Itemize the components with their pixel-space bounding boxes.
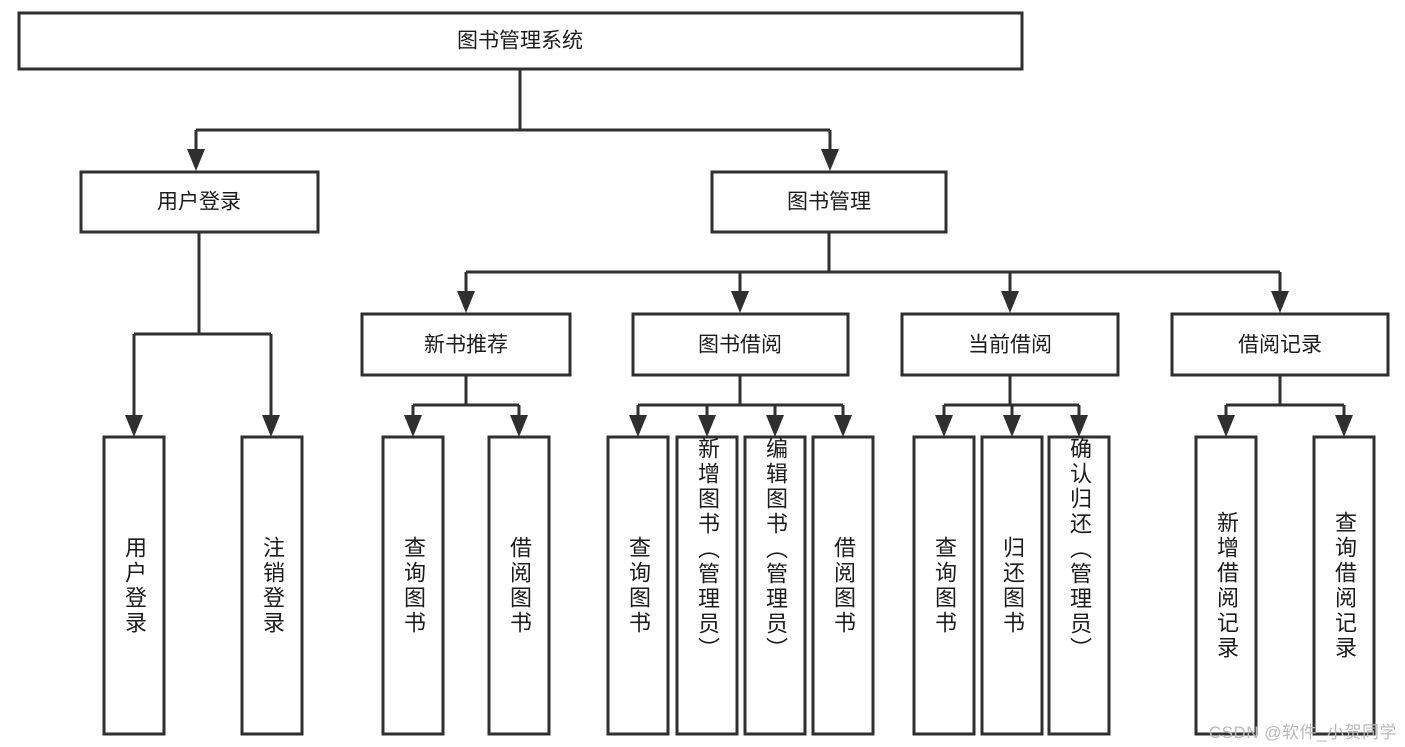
arrow-bookborrow-leaf-3-icon	[766, 415, 784, 437]
leaf-box-current-borrow-3[interactable]	[1047, 435, 1111, 736]
arrow-login-leaf-2-icon	[262, 415, 280, 437]
leaf-box-user-login-2[interactable]	[240, 435, 304, 736]
arrow-login-leaf-1-icon	[125, 415, 143, 437]
node-current-borrow-label: 当前借阅	[968, 334, 1052, 357]
arrow-to-current-borrow-icon	[1001, 291, 1019, 313]
arrow-borrowrecords-leaf-1-icon	[1217, 415, 1235, 437]
arrow-root-to-bookmgmt-icon	[821, 149, 839, 171]
node-root-system-box	[17, 11, 1024, 71]
leaf-box-new-book-2[interactable]	[487, 435, 551, 736]
node-root-system-label: 图书管理系统	[457, 30, 583, 53]
node-current-borrow[interactable]: 当前借阅	[900, 312, 1120, 377]
arrow-newbook-leaf-1-icon	[404, 415, 422, 437]
node-borrow-records[interactable]: 借阅记录	[1170, 312, 1390, 377]
node-book-management-label: 图书管理	[787, 191, 871, 214]
arrow-bookborrow-leaf-2-icon	[698, 415, 716, 437]
leaf-box-book-borrow-1[interactable]	[606, 435, 670, 736]
arrow-to-book-borrow-icon	[731, 291, 749, 313]
node-book-borrow-label: 图书借阅	[698, 334, 782, 357]
leaf-box-current-borrow-1[interactable]	[912, 435, 976, 736]
arrow-root-to-login-icon	[187, 149, 205, 171]
node-current-borrow-box	[900, 312, 1120, 377]
arrow-currentborrow-leaf-1-icon	[935, 415, 953, 437]
node-book-borrow[interactable]: 图书借阅	[631, 312, 850, 377]
node-borrow-records-label: 借阅记录	[1238, 334, 1322, 357]
node-new-book-recommend-box	[360, 312, 572, 377]
leaf-box-borrow-records-1[interactable]	[1194, 435, 1258, 736]
node-root-system[interactable]: 图书管理系统	[17, 11, 1024, 71]
node-book-borrow-box	[631, 312, 850, 377]
node-book-management-box	[710, 170, 948, 234]
arrow-newbook-leaf-2-icon	[510, 415, 528, 437]
leaf-box-book-borrow-2[interactable]	[675, 435, 739, 736]
leaf-box-book-borrow-4[interactable]	[811, 435, 875, 736]
node-book-management[interactable]: 图书管理	[710, 170, 948, 234]
leaf-box-book-borrow-3[interactable]	[743, 435, 807, 736]
leaf-box-current-borrow-2[interactable]	[980, 435, 1044, 736]
arrow-borrowrecords-leaf-2-icon	[1335, 415, 1353, 437]
arrow-bookborrow-leaf-4-icon	[834, 415, 852, 437]
leaf-box-new-book-1[interactable]	[381, 435, 445, 736]
arrow-currentborrow-leaf-3-icon	[1070, 415, 1088, 437]
node-new-book-recommend[interactable]: 新书推荐	[360, 312, 572, 377]
node-borrow-records-box	[1170, 312, 1390, 377]
arrow-to-new-book-icon	[457, 291, 475, 313]
node-new-book-recommend-label: 新书推荐	[424, 334, 508, 357]
node-user-login-label: 用户登录	[157, 191, 241, 214]
csdn-watermark: CSDN @软件_小贺同学	[1208, 723, 1397, 742]
leaf-box-user-login-1[interactable]	[102, 435, 166, 736]
leaf-box-borrow-records-2[interactable]	[1312, 435, 1376, 736]
arrow-bookborrow-leaf-1-icon	[629, 415, 647, 437]
arrow-currentborrow-leaf-2-icon	[1003, 415, 1021, 437]
node-user-login[interactable]: 用户登录	[79, 170, 320, 234]
arrow-to-borrow-records-icon	[1271, 291, 1289, 313]
